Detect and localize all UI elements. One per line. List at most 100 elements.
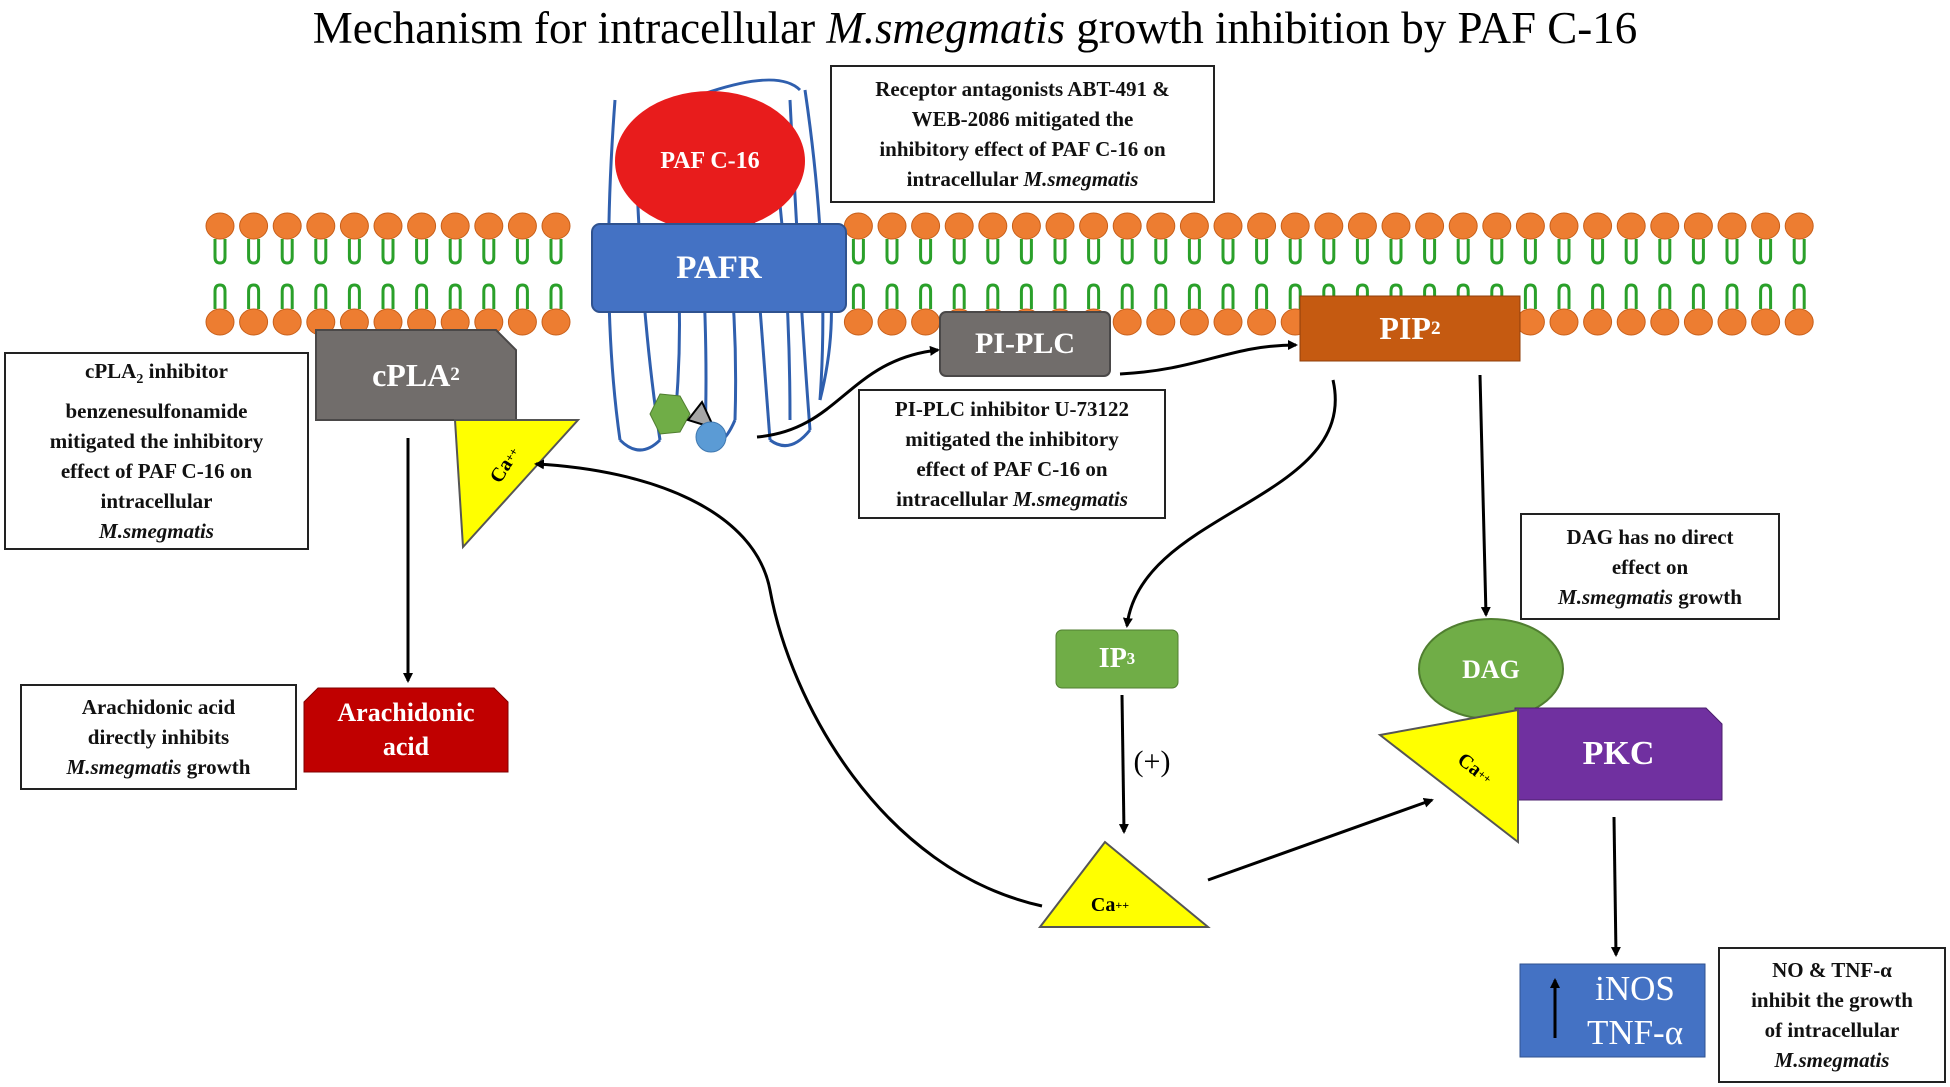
lipid-head bbox=[1717, 308, 1747, 336]
lipid-tail bbox=[1523, 239, 1537, 309]
lipid-head bbox=[507, 212, 537, 240]
lipid-head bbox=[877, 308, 907, 336]
cpla2-label-text: cPLA bbox=[372, 356, 451, 393]
lipid-tail bbox=[1087, 239, 1101, 309]
lipid-tail bbox=[1691, 239, 1705, 309]
stimulation-plus-label: (+) bbox=[1133, 745, 1171, 778]
note-piplc-line4: intracellular M.smegmatis bbox=[896, 484, 1128, 514]
note-notnf-line4-italic: M.smegmatis bbox=[1774, 1048, 1890, 1072]
lipid-head bbox=[272, 308, 302, 336]
lipid-tail bbox=[1120, 239, 1134, 309]
note-dag-line2: effect on bbox=[1611, 554, 1689, 579]
ligand-hexagon-shape bbox=[649, 393, 691, 435]
lipid-head bbox=[373, 212, 403, 240]
arrow-piplc-to-pip2 bbox=[1119, 340, 1298, 376]
lipid-head bbox=[1247, 308, 1277, 336]
calcium-triangle-pkc bbox=[1377, 708, 1519, 845]
lipid-head bbox=[474, 212, 504, 240]
lipid-head bbox=[1213, 308, 1243, 336]
lipid-tail bbox=[1288, 239, 1302, 309]
inos-tnf-label: iNOS TNF-α bbox=[1565, 964, 1705, 1057]
lipid-tail bbox=[549, 239, 563, 309]
pip2-label-sub: 2 bbox=[1430, 317, 1441, 339]
lipid-head bbox=[1482, 212, 1512, 240]
lipid-tail bbox=[986, 239, 1000, 309]
pafr-label: PAFR bbox=[676, 249, 762, 286]
lipid-tail bbox=[1389, 239, 1403, 309]
note-arachidonic-line3: M.smegmatis growth bbox=[67, 752, 251, 782]
lipid-tail bbox=[1456, 239, 1470, 309]
lipid-tail bbox=[381, 239, 395, 309]
lipid-head bbox=[1011, 212, 1041, 240]
lipid-tail bbox=[1624, 239, 1638, 309]
lipid-tail bbox=[1725, 239, 1739, 309]
lipid-tail bbox=[448, 239, 462, 309]
lipid-head bbox=[1683, 308, 1713, 336]
note-antagonists-line4a: intracellular bbox=[906, 167, 1024, 191]
piplc-box bbox=[939, 311, 1111, 377]
lipid-tail bbox=[1187, 239, 1201, 309]
lipid-head bbox=[1448, 212, 1478, 240]
lipid-head bbox=[541, 308, 571, 336]
lipid-head bbox=[843, 212, 873, 240]
lipid-head bbox=[1751, 308, 1781, 336]
note-notnf-line3: of intracellular bbox=[1764, 1018, 1900, 1042]
note-cpla2-line1b: inhibitor bbox=[143, 359, 228, 384]
lipid-head bbox=[1583, 308, 1613, 336]
lipid-head bbox=[205, 308, 235, 336]
note-arachidonic-line2: directly inhibits bbox=[87, 725, 230, 749]
arachidonic-acid-shape bbox=[303, 687, 509, 773]
note-cpla2-line4: effect of PAF C-16 on bbox=[60, 458, 253, 483]
lipid-tail bbox=[1322, 239, 1336, 309]
lipid-head bbox=[1347, 212, 1377, 240]
note-piplc-line4b: M.smegmatis bbox=[1012, 487, 1128, 511]
note-cpla2-line6: M.smegmatis bbox=[99, 516, 214, 546]
lipid-head bbox=[507, 308, 537, 336]
note-antagonists-line4b: M.smegmatis bbox=[1023, 167, 1139, 191]
lipid-tail bbox=[247, 239, 261, 309]
paf-c16-ellipse bbox=[615, 91, 805, 231]
lipid-head bbox=[205, 212, 235, 240]
arachidonic-line2: acid bbox=[382, 732, 430, 761]
lipid-head bbox=[440, 212, 470, 240]
lipid-head bbox=[306, 212, 336, 240]
diagram-title: Mechanism for intracellular M.smegmatis … bbox=[0, 0, 1950, 56]
lipid-head bbox=[1784, 212, 1814, 240]
lipid-tail bbox=[280, 239, 294, 309]
calcium-center-text: Ca bbox=[1090, 893, 1116, 916]
note-no-tnf: NO & TNF-α inhibit the growth of intrace… bbox=[1718, 947, 1946, 1083]
lipid-tail bbox=[1221, 239, 1235, 309]
note-piplc-line1: PI-PLC inhibitor U-73122 bbox=[894, 397, 1130, 421]
ligand-triangle-shape bbox=[686, 400, 716, 430]
note-piplc-line4a: intracellular bbox=[896, 487, 1013, 511]
lipid-head bbox=[1112, 212, 1142, 240]
lipid-head bbox=[1751, 212, 1781, 240]
note-cpla2-line3: mitigated the inhibitory bbox=[49, 428, 264, 453]
lipid-tail bbox=[919, 239, 933, 309]
note-piplc-inhibitor: PI-PLC inhibitor U-73122 mitigated the i… bbox=[858, 389, 1166, 519]
lipid-head bbox=[1079, 212, 1109, 240]
lipid-head bbox=[1280, 212, 1310, 240]
note-antagonists-line1: Receptor antagonists ABT-491 & bbox=[875, 77, 1170, 101]
lipid-head bbox=[1146, 212, 1176, 240]
lipid-head bbox=[944, 212, 974, 240]
arachidonic-acid-label: Arachidonic acid bbox=[304, 688, 508, 772]
note-notnf-line4: M.smegmatis bbox=[1775, 1045, 1890, 1075]
calcium-center-label: Ca++ bbox=[1075, 888, 1145, 922]
lipid-tail bbox=[952, 239, 966, 309]
note-cpla2-line1sub: 2 bbox=[136, 372, 144, 388]
arrow-pip2-to-ip3 bbox=[1122, 379, 1337, 628]
lipid-tail bbox=[1423, 239, 1437, 309]
note-dag-effect: DAG has no direct effect on M.smegmatis … bbox=[1520, 513, 1780, 620]
lipid-head bbox=[1213, 212, 1243, 240]
pafr-box bbox=[591, 223, 847, 313]
note-arachidonic-line3a: M.smegmatis bbox=[66, 755, 182, 779]
note-notnf-line1: NO & TNF-α bbox=[1772, 958, 1892, 982]
lipid-head bbox=[1314, 212, 1344, 240]
lipid-tail bbox=[515, 239, 529, 309]
lipid-head bbox=[1045, 212, 1075, 240]
ip3-box bbox=[1055, 629, 1179, 689]
lipid-head bbox=[1683, 212, 1713, 240]
